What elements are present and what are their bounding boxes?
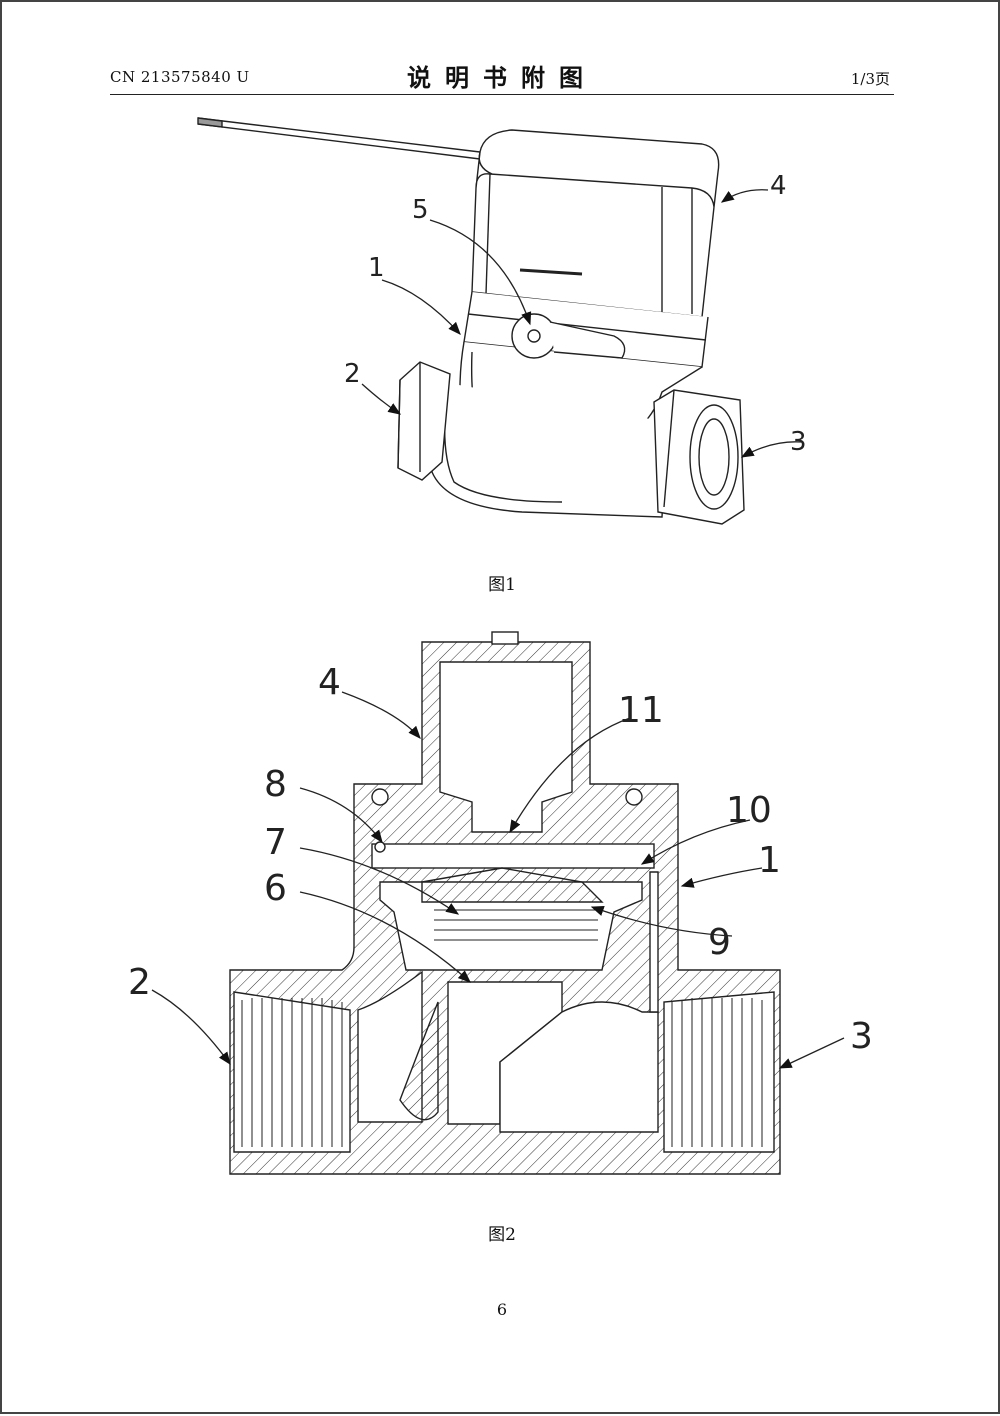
figure-2-caption: 图2 xyxy=(488,1225,516,1245)
fig2-label-6: 6 xyxy=(264,868,287,909)
figure-1-caption: 图1 xyxy=(488,575,516,595)
page-count: 1/3页 xyxy=(850,70,890,88)
fig1-label-2: 2 xyxy=(344,359,361,389)
fig2-label-7: 7 xyxy=(264,822,287,863)
fig2-label-9: 9 xyxy=(708,922,731,963)
fig2-label-3: 3 xyxy=(850,1016,873,1057)
fig1-label-4: 4 xyxy=(770,171,787,201)
header-rule xyxy=(110,94,894,95)
page-number: 6 xyxy=(496,1300,508,1319)
fig2-label-8: 8 xyxy=(264,764,287,805)
fig1-label-1: 1 xyxy=(368,253,385,283)
fig1-label-5: 5 xyxy=(412,195,429,225)
figure-1-drawing xyxy=(197,117,745,525)
fig2-label-11: 11 xyxy=(618,690,664,731)
fig2-label-2: 2 xyxy=(128,962,151,1003)
page-title: 说明书附图 xyxy=(407,64,597,92)
fig2-label-1: 1 xyxy=(758,840,781,881)
figure-2-drawing xyxy=(229,631,781,1175)
fig2-label-4: 4 xyxy=(318,662,341,703)
fig1-label-3: 3 xyxy=(790,427,807,457)
doc-number: CN 213575840 U xyxy=(110,68,250,86)
fig2-label-10: 10 xyxy=(726,790,772,831)
